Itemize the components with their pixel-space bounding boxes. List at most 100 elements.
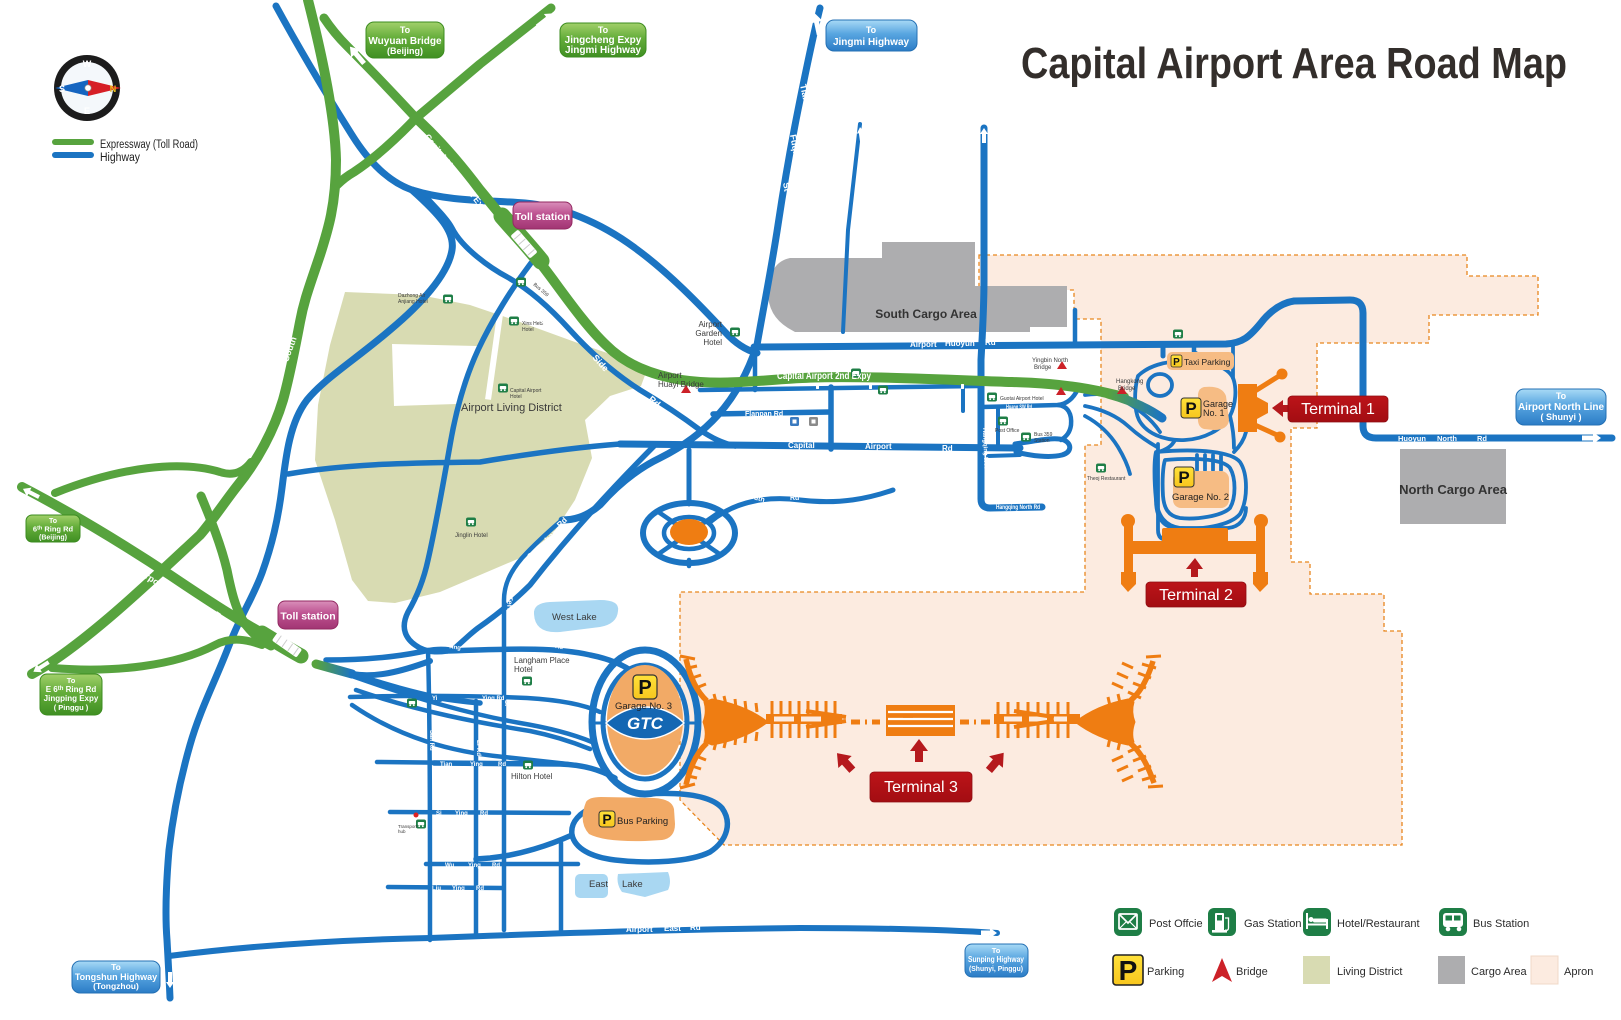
svg-text:Ying: Ying — [452, 886, 465, 892]
svg-text:P: P — [1178, 468, 1189, 487]
svg-text:Xins Hebi: Xins Hebi — [522, 321, 543, 327]
svg-text:North: North — [1437, 434, 1457, 443]
svg-text:Langham Place: Langham Place — [514, 656, 570, 665]
svg-text:Station: Station — [1034, 438, 1050, 444]
svg-text:( Shunyi ): ( Shunyi ) — [1541, 412, 1582, 422]
svg-text:Bridge: Bridge — [1118, 386, 1136, 392]
svg-text:Rd: Rd — [1477, 434, 1487, 443]
svg-text:Guotai Airport Hotel: Guotai Airport Hotel — [1000, 396, 1044, 402]
svg-text:Expressway (Toll Road): Expressway (Toll Road) — [100, 139, 198, 151]
svg-text:Bridge: Bridge — [1236, 966, 1268, 978]
svg-text:Huang SW Rd: Huang SW Rd — [1006, 405, 1032, 411]
svg-text:Cargo Area: Cargo Area — [1471, 966, 1528, 978]
svg-text:St: St — [781, 182, 792, 193]
svg-text:Terminal 3: Terminal 3 — [884, 779, 958, 796]
svg-text:P: P — [638, 677, 651, 699]
svg-text:Parking: Parking — [1147, 966, 1184, 978]
svg-text:(Tongzhou): (Tongzhou) — [93, 981, 139, 991]
svg-text:To: To — [598, 25, 609, 35]
svg-text:Capital Airport 2nd Expy: Capital Airport 2nd Expy — [777, 371, 871, 382]
svg-text:Rd: Rd — [498, 762, 506, 768]
svg-text:Rd: Rd — [555, 644, 564, 651]
svg-text:Airport Living District: Airport Living District — [461, 402, 562, 414]
svg-text:Garage: Garage — [1203, 399, 1233, 409]
svg-text:Rd: Rd — [790, 495, 799, 502]
svg-text:Ying: Ying — [455, 811, 468, 817]
svg-text:Airport: Airport — [658, 371, 682, 380]
svg-text:P: P — [1185, 399, 1196, 418]
svg-text:Wu: Wu — [445, 863, 455, 869]
svg-text:Lake: Lake — [622, 879, 643, 890]
svg-text:Post Offcie: Post Offcie — [1149, 918, 1203, 930]
svg-text:Wuyuan Bridge: Wuyuan Bridge — [368, 36, 442, 47]
svg-text:To: To — [992, 946, 1001, 955]
svg-text:St: St — [503, 700, 509, 706]
svg-text:P: P — [1173, 357, 1180, 368]
svg-text:hub: hub — [398, 829, 406, 834]
svg-text:Er Rd: Er Rd — [475, 740, 481, 756]
svg-text:Jingcheng Expy: Jingcheng Expy — [565, 35, 642, 46]
svg-text:Post Office: Post Office — [995, 428, 1020, 434]
svg-text:Anjiang Hotel: Anjiang Hotel — [398, 299, 428, 305]
svg-text:Rd: Rd — [690, 923, 701, 932]
svg-text:Dazhong Air: Dazhong Air — [398, 293, 426, 299]
svg-text:Jingmi Highway: Jingmi Highway — [833, 37, 910, 48]
svg-text:Living District: Living District — [1337, 966, 1402, 978]
svg-text:E 6th Ring Rd: E 6th Ring Rd — [46, 685, 97, 694]
svg-text:Hotel/Restaurant: Hotel/Restaurant — [1337, 918, 1420, 930]
svg-text:Huayi Bridge: Huayi Bridge — [658, 380, 704, 389]
svg-text:Ying: Ying — [468, 863, 481, 869]
svg-text:Terminal 1: Terminal 1 — [1301, 401, 1375, 418]
svg-text:Theoj Restaurant: Theoj Restaurant — [1087, 476, 1126, 482]
svg-text:Garage No. 2: Garage No. 2 — [1172, 492, 1229, 503]
svg-text:Hotel: Hotel — [514, 665, 533, 674]
svg-text:Highway: Highway — [100, 152, 140, 164]
svg-text:East: East — [589, 879, 608, 890]
svg-text:East: East — [664, 924, 681, 933]
svg-text:Hilton Hotel: Hilton Hotel — [511, 772, 553, 781]
svg-text:GTC: GTC — [627, 714, 664, 733]
svg-text:Hangqing North Rd: Hangqing North Rd — [996, 504, 1040, 511]
svg-text:Apron: Apron — [1564, 966, 1593, 978]
svg-text:Sunping Highway: Sunping Highway — [968, 955, 1024, 964]
svg-text:Transport: Transport — [398, 824, 418, 829]
svg-text:Huoyun: Huoyun — [945, 339, 975, 348]
svg-text:Bus Station: Bus Station — [1473, 918, 1529, 930]
svg-text:Bus Parking: Bus Parking — [617, 816, 668, 827]
svg-text:No. 1: No. 1 — [1203, 408, 1225, 418]
svg-text:South: South — [744, 492, 765, 504]
svg-text:Yi: Yi — [432, 696, 438, 702]
svg-text:Jinglin Hotel: Jinglin Hotel — [455, 533, 488, 539]
svg-text:Bus 359: Bus 359 — [1034, 432, 1053, 438]
svg-text:To: To — [111, 962, 121, 972]
svg-text:P: P — [1119, 955, 1138, 986]
svg-text:(Shunyi, Pinggu): (Shunyi, Pinggu) — [969, 964, 1023, 973]
svg-text:P: P — [602, 811, 611, 827]
svg-text:Yu Lin North Rd: Yu Lin North Rd — [832, 392, 838, 434]
svg-text:S: S — [59, 84, 65, 94]
svg-text:Jingping Expy: Jingping Expy — [44, 694, 99, 703]
svg-text:Yingbin North: Yingbin North — [1032, 358, 1068, 364]
svg-text:North Cargo Area: North Cargo Area — [1399, 482, 1508, 497]
svg-text:To: To — [49, 518, 57, 525]
svg-text:( Pinggu ): ( Pinggu ) — [54, 703, 89, 712]
svg-text:Rd: Rd — [942, 444, 953, 453]
svg-text:Hotel: Hotel — [510, 394, 522, 400]
svg-text:San Rd: San Rd — [428, 730, 434, 751]
svg-text:Flanpan Rd: Flanpan Rd — [745, 411, 783, 418]
svg-text:Airport: Airport — [865, 442, 892, 451]
svg-text:To: To — [866, 25, 877, 35]
svg-text:Toll station: Toll station — [515, 211, 570, 223]
svg-text:To: To — [400, 25, 411, 35]
svg-text:Garage No. 3: Garage No. 3 — [615, 701, 672, 712]
svg-text:(Beijing): (Beijing) — [387, 46, 423, 56]
svg-text:6th Ring Rd: 6th Ring Rd — [33, 525, 74, 534]
svg-text:Airport: Airport — [698, 320, 722, 329]
svg-text:Bridge: Bridge — [1034, 365, 1052, 371]
svg-text:Toll station: Toll station — [280, 611, 335, 623]
svg-text:Hangqing West Rd: Hangqing West Rd — [981, 428, 989, 482]
svg-text:Hotel: Hotel — [522, 327, 534, 333]
svg-text:Terminal 2: Terminal 2 — [1159, 587, 1233, 604]
svg-text:Capital: Capital — [788, 441, 815, 450]
svg-text:Ying: Ying — [470, 762, 483, 768]
